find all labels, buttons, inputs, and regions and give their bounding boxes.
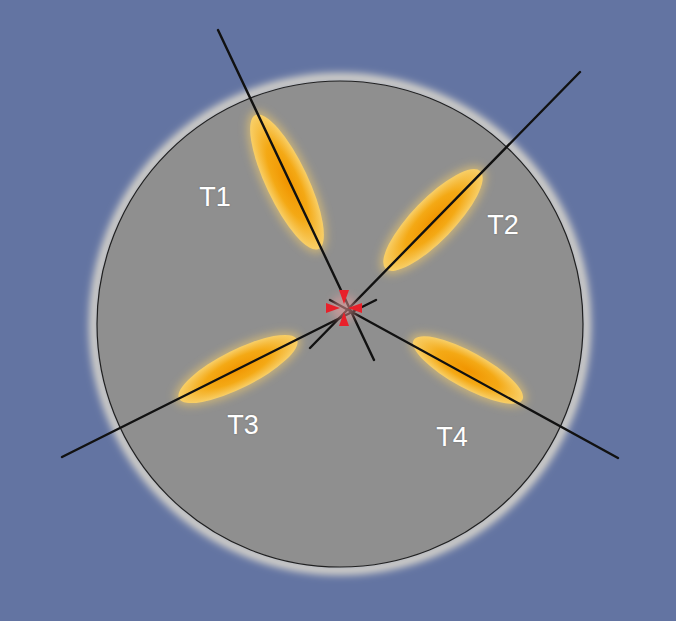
deposit-glow	[232, 101, 342, 263]
detector-glow	[94, 78, 586, 570]
deposit-glow	[400, 320, 536, 420]
deposit-glow	[366, 152, 501, 289]
beam-arrow	[326, 303, 340, 313]
energy-deposit	[236, 106, 337, 258]
track-label: T4	[436, 424, 468, 451]
beam-arrow	[348, 303, 362, 313]
track-label: T2	[487, 212, 519, 239]
detector-disc	[97, 81, 583, 567]
track-deposits	[166, 101, 536, 420]
collision-point	[326, 290, 362, 326]
beam-arrow	[339, 290, 349, 304]
energy-deposit	[371, 157, 496, 284]
particle-tracks	[62, 30, 618, 458]
track-line	[62, 300, 376, 457]
track-line	[330, 300, 618, 458]
track-label: T3	[227, 412, 259, 439]
track-line	[310, 72, 580, 348]
track-label: T1	[199, 184, 231, 211]
energy-deposit	[405, 324, 531, 415]
beam-arrow	[339, 312, 349, 326]
track-line	[218, 30, 374, 360]
